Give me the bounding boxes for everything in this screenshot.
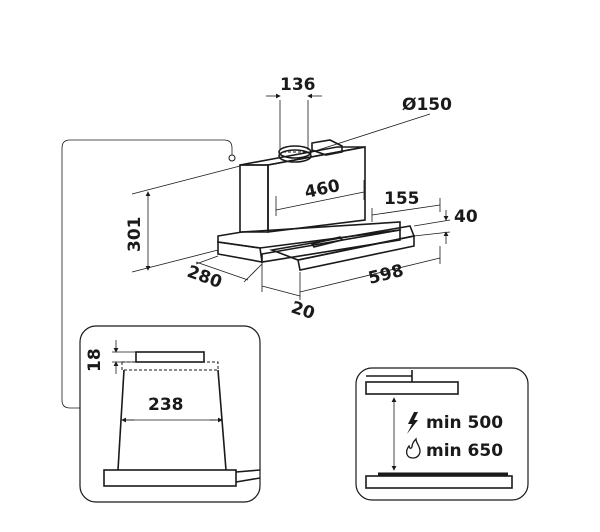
main-isometric-view: 136 Ø150 301 460 155	[61, 75, 478, 409]
dim-body-width-group: 460	[275, 176, 365, 216]
hood-body	[239, 139, 366, 233]
dim-front-height-group: 40	[413, 207, 478, 244]
flame-icon	[406, 437, 421, 459]
slide-handle	[310, 236, 344, 248]
hood-base-plate	[217, 221, 416, 271]
clearance-gas-label: min 650	[426, 441, 503, 461]
dim-section-top: 18	[85, 348, 105, 372]
dim-depth-group: 280	[184, 255, 263, 293]
connector-dot	[228, 154, 236, 162]
dim-outlet-diameter: Ø150	[402, 95, 452, 115]
dim-front-height: 40	[454, 207, 478, 227]
dim-height: 301	[125, 217, 145, 253]
clearance-view: min 500 min 650	[355, 367, 529, 501]
dim-overall-width-group: 598	[299, 246, 441, 300]
dim-front-width-group: 155	[371, 189, 441, 222]
dim-depth: 280	[184, 262, 224, 293]
section-detail-frame	[79, 325, 261, 503]
clearance-frame	[355, 367, 529, 501]
dim-front-width: 155	[384, 189, 420, 209]
dim-front-offset-group: 20	[261, 262, 317, 324]
dim-front-offset: 20	[288, 298, 317, 324]
dim-overall-width: 598	[366, 261, 405, 289]
connector-line	[61, 139, 233, 409]
dim-body-width: 460	[303, 176, 342, 203]
dim-outlet-diameter-group: Ø150	[311, 95, 452, 153]
section-detail-view: 18 238	[79, 325, 261, 503]
lightning-icon	[407, 412, 418, 434]
dim-outlet-offset-group: 136	[266, 75, 322, 150]
dim-outlet-offset: 136	[280, 75, 316, 95]
dim-height-group: 301	[125, 165, 241, 273]
clearance-electric-label: min 500	[426, 413, 503, 433]
dim-section-width: 238	[148, 395, 184, 415]
outlet-collar	[278, 149, 312, 163]
